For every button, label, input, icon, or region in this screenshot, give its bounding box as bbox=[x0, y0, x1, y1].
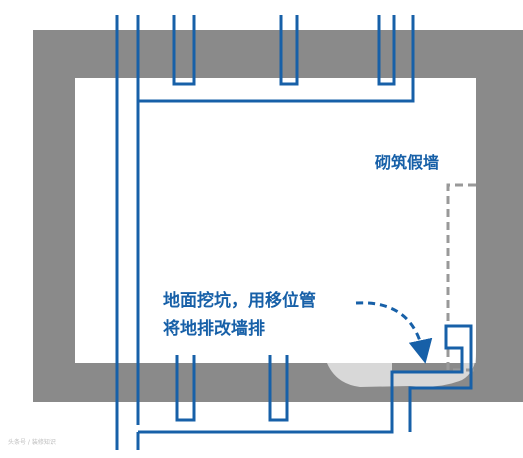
fake-wall-label: 砌筑假墙 bbox=[375, 153, 440, 172]
pipe-network bbox=[115, 15, 473, 450]
pipe-branch-3 bbox=[377, 15, 396, 86]
pointer-arrow bbox=[355, 301, 433, 364]
pipe-branch-1 bbox=[172, 15, 196, 86]
note-line-1: 地面挖坑，用移位管 bbox=[163, 291, 316, 311]
pipe-bottom-2 bbox=[268, 355, 289, 422]
watermark: 头条号 / 装修知识 bbox=[8, 439, 56, 446]
pipe-bottom-run bbox=[136, 324, 464, 450]
pipe-branch-2 bbox=[279, 15, 299, 86]
main-pipe-right-top bbox=[136, 15, 415, 103]
fake-wall-outline bbox=[446, 183, 476, 372]
floor-excavation bbox=[327, 352, 476, 387]
pipe-bottom-1 bbox=[175, 355, 196, 422]
note-line-2: 将地排改墙排 bbox=[163, 319, 265, 339]
